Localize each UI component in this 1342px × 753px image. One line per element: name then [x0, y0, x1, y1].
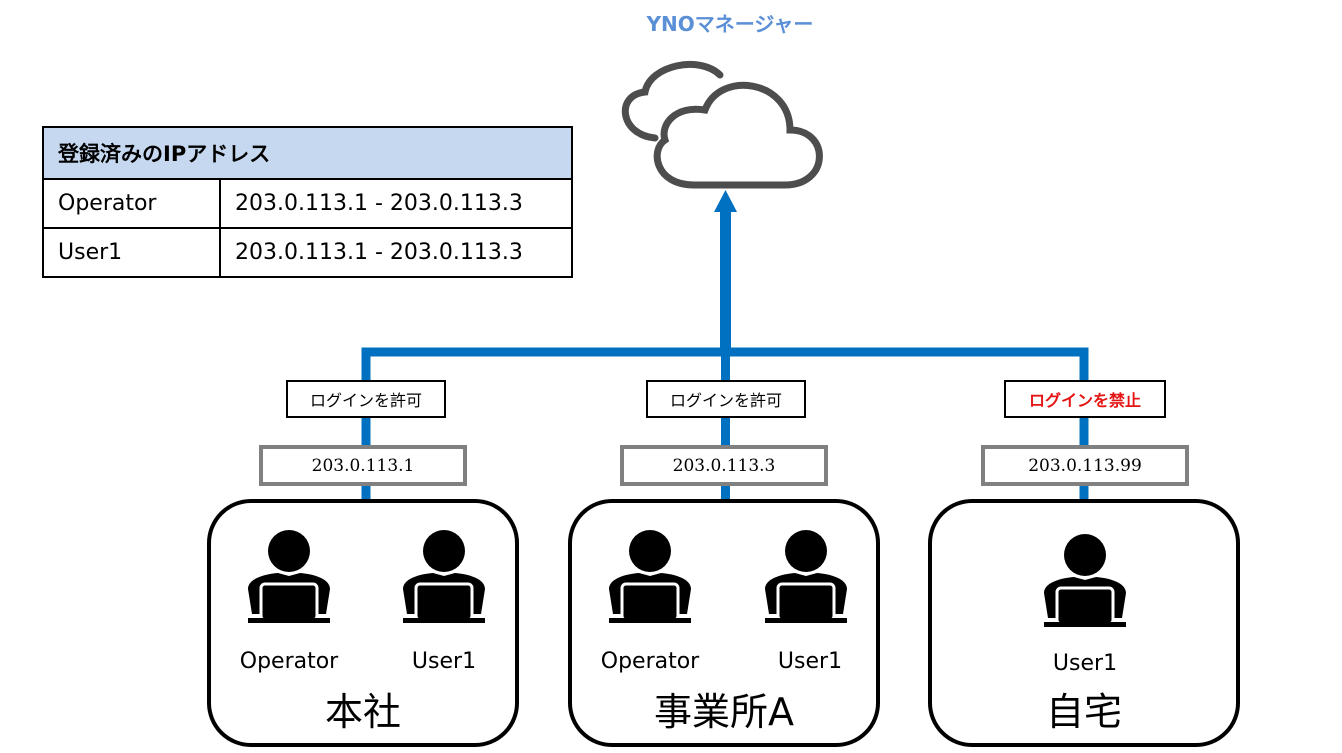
cloud-icon — [621, 60, 823, 189]
person-laptop-icon — [605, 529, 695, 624]
login-status-label: ログインを許可 — [286, 380, 446, 418]
ip-address-box: 203.0.113.99 — [981, 445, 1189, 486]
ip-address-box: 203.0.113.3 — [620, 445, 828, 486]
login-status-label: ログインを禁止 — [1004, 380, 1166, 418]
user-label: User1 — [1052, 651, 1118, 676]
person-laptop-icon — [1040, 533, 1130, 628]
user-label: Operator — [600, 649, 700, 674]
diagram-title: YNOマネージャー — [646, 12, 814, 36]
user-label: User1 — [411, 649, 477, 674]
site-box-office-a: Operator User1 事業所A — [568, 499, 880, 747]
table-row: Operator 203.0.113.1 - 203.0.113.3 — [42, 178, 573, 229]
user-label: Operator — [239, 649, 339, 674]
person-laptop-icon — [244, 529, 334, 624]
site-name: 本社 — [324, 690, 401, 734]
user-cell: User1 — [42, 227, 221, 278]
site-box-home: User1 自宅 — [928, 499, 1240, 747]
site-name: 事業所A — [654, 690, 794, 734]
site-box-headquarters: Operator User1 本社 — [207, 499, 519, 747]
registered-ip-table: 登録済みのIPアドレス Operator 203.0.113.1 - 203.0… — [42, 126, 573, 278]
range-cell: 203.0.113.1 - 203.0.113.3 — [219, 227, 573, 278]
user-label: User1 — [777, 649, 843, 674]
table-title: 登録済みのIPアドレス — [42, 126, 573, 180]
uplink-arrow — [714, 190, 737, 352]
ip-address-box: 203.0.113.1 — [259, 445, 467, 486]
person-laptop-icon — [399, 529, 489, 624]
site-name: 自宅 — [1045, 690, 1122, 734]
table-row: User1 203.0.113.1 - 203.0.113.3 — [42, 227, 573, 278]
login-status-label: ログインを許可 — [646, 380, 806, 418]
user-cell: Operator — [42, 178, 221, 229]
person-laptop-icon — [761, 529, 851, 624]
range-cell: 203.0.113.1 - 203.0.113.3 — [219, 178, 573, 229]
